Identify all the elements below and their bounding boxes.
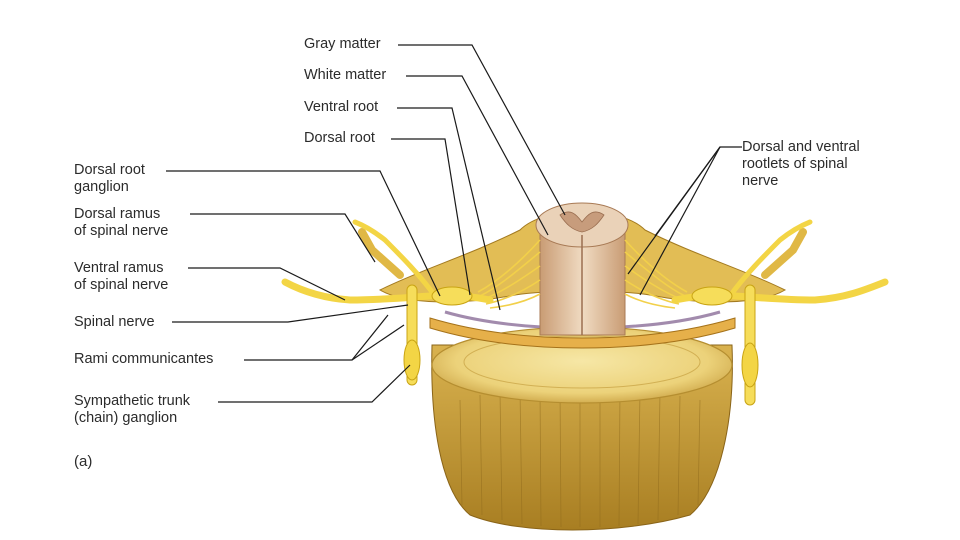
label-ventral-root: Ventral root [304, 99, 379, 115]
left-spinal-nerve [281, 219, 494, 386]
label-rami-communicantes: Rami communicantes [74, 351, 214, 367]
leader-gray-matter [398, 44, 566, 216]
right-spinal-nerve [671, 219, 889, 406]
label-spinal-nerve: Spinal nerve [74, 314, 155, 330]
leader-spinal-nerve [172, 304, 409, 323]
leader-white-matter [406, 75, 549, 236]
label-dorsal-root: Dorsal root [304, 130, 375, 146]
label-sympathetic-trunk: Sympathetic trunk(chain) ganglion [74, 393, 191, 426]
leader-symp [218, 364, 411, 403]
spinal-cord [535, 202, 629, 336]
label-white-matter: White matter [304, 67, 387, 83]
leader-dorsal-root [391, 138, 471, 296]
label-gray-matter: Gray matter [304, 36, 381, 52]
leader-lines [166, 44, 742, 403]
leader-rootlets-3 [654, 146, 721, 237]
leader-rootlets-2 [639, 146, 721, 296]
vertebral-body [429, 310, 736, 531]
leader-drg [166, 170, 441, 297]
leader-rami-2 [351, 324, 405, 361]
leader-dorsal-ramus [190, 213, 376, 263]
leader-ventral-ramus [188, 267, 346, 301]
leader-ventral-root [397, 107, 501, 311]
panel-label: (a) [74, 453, 93, 470]
